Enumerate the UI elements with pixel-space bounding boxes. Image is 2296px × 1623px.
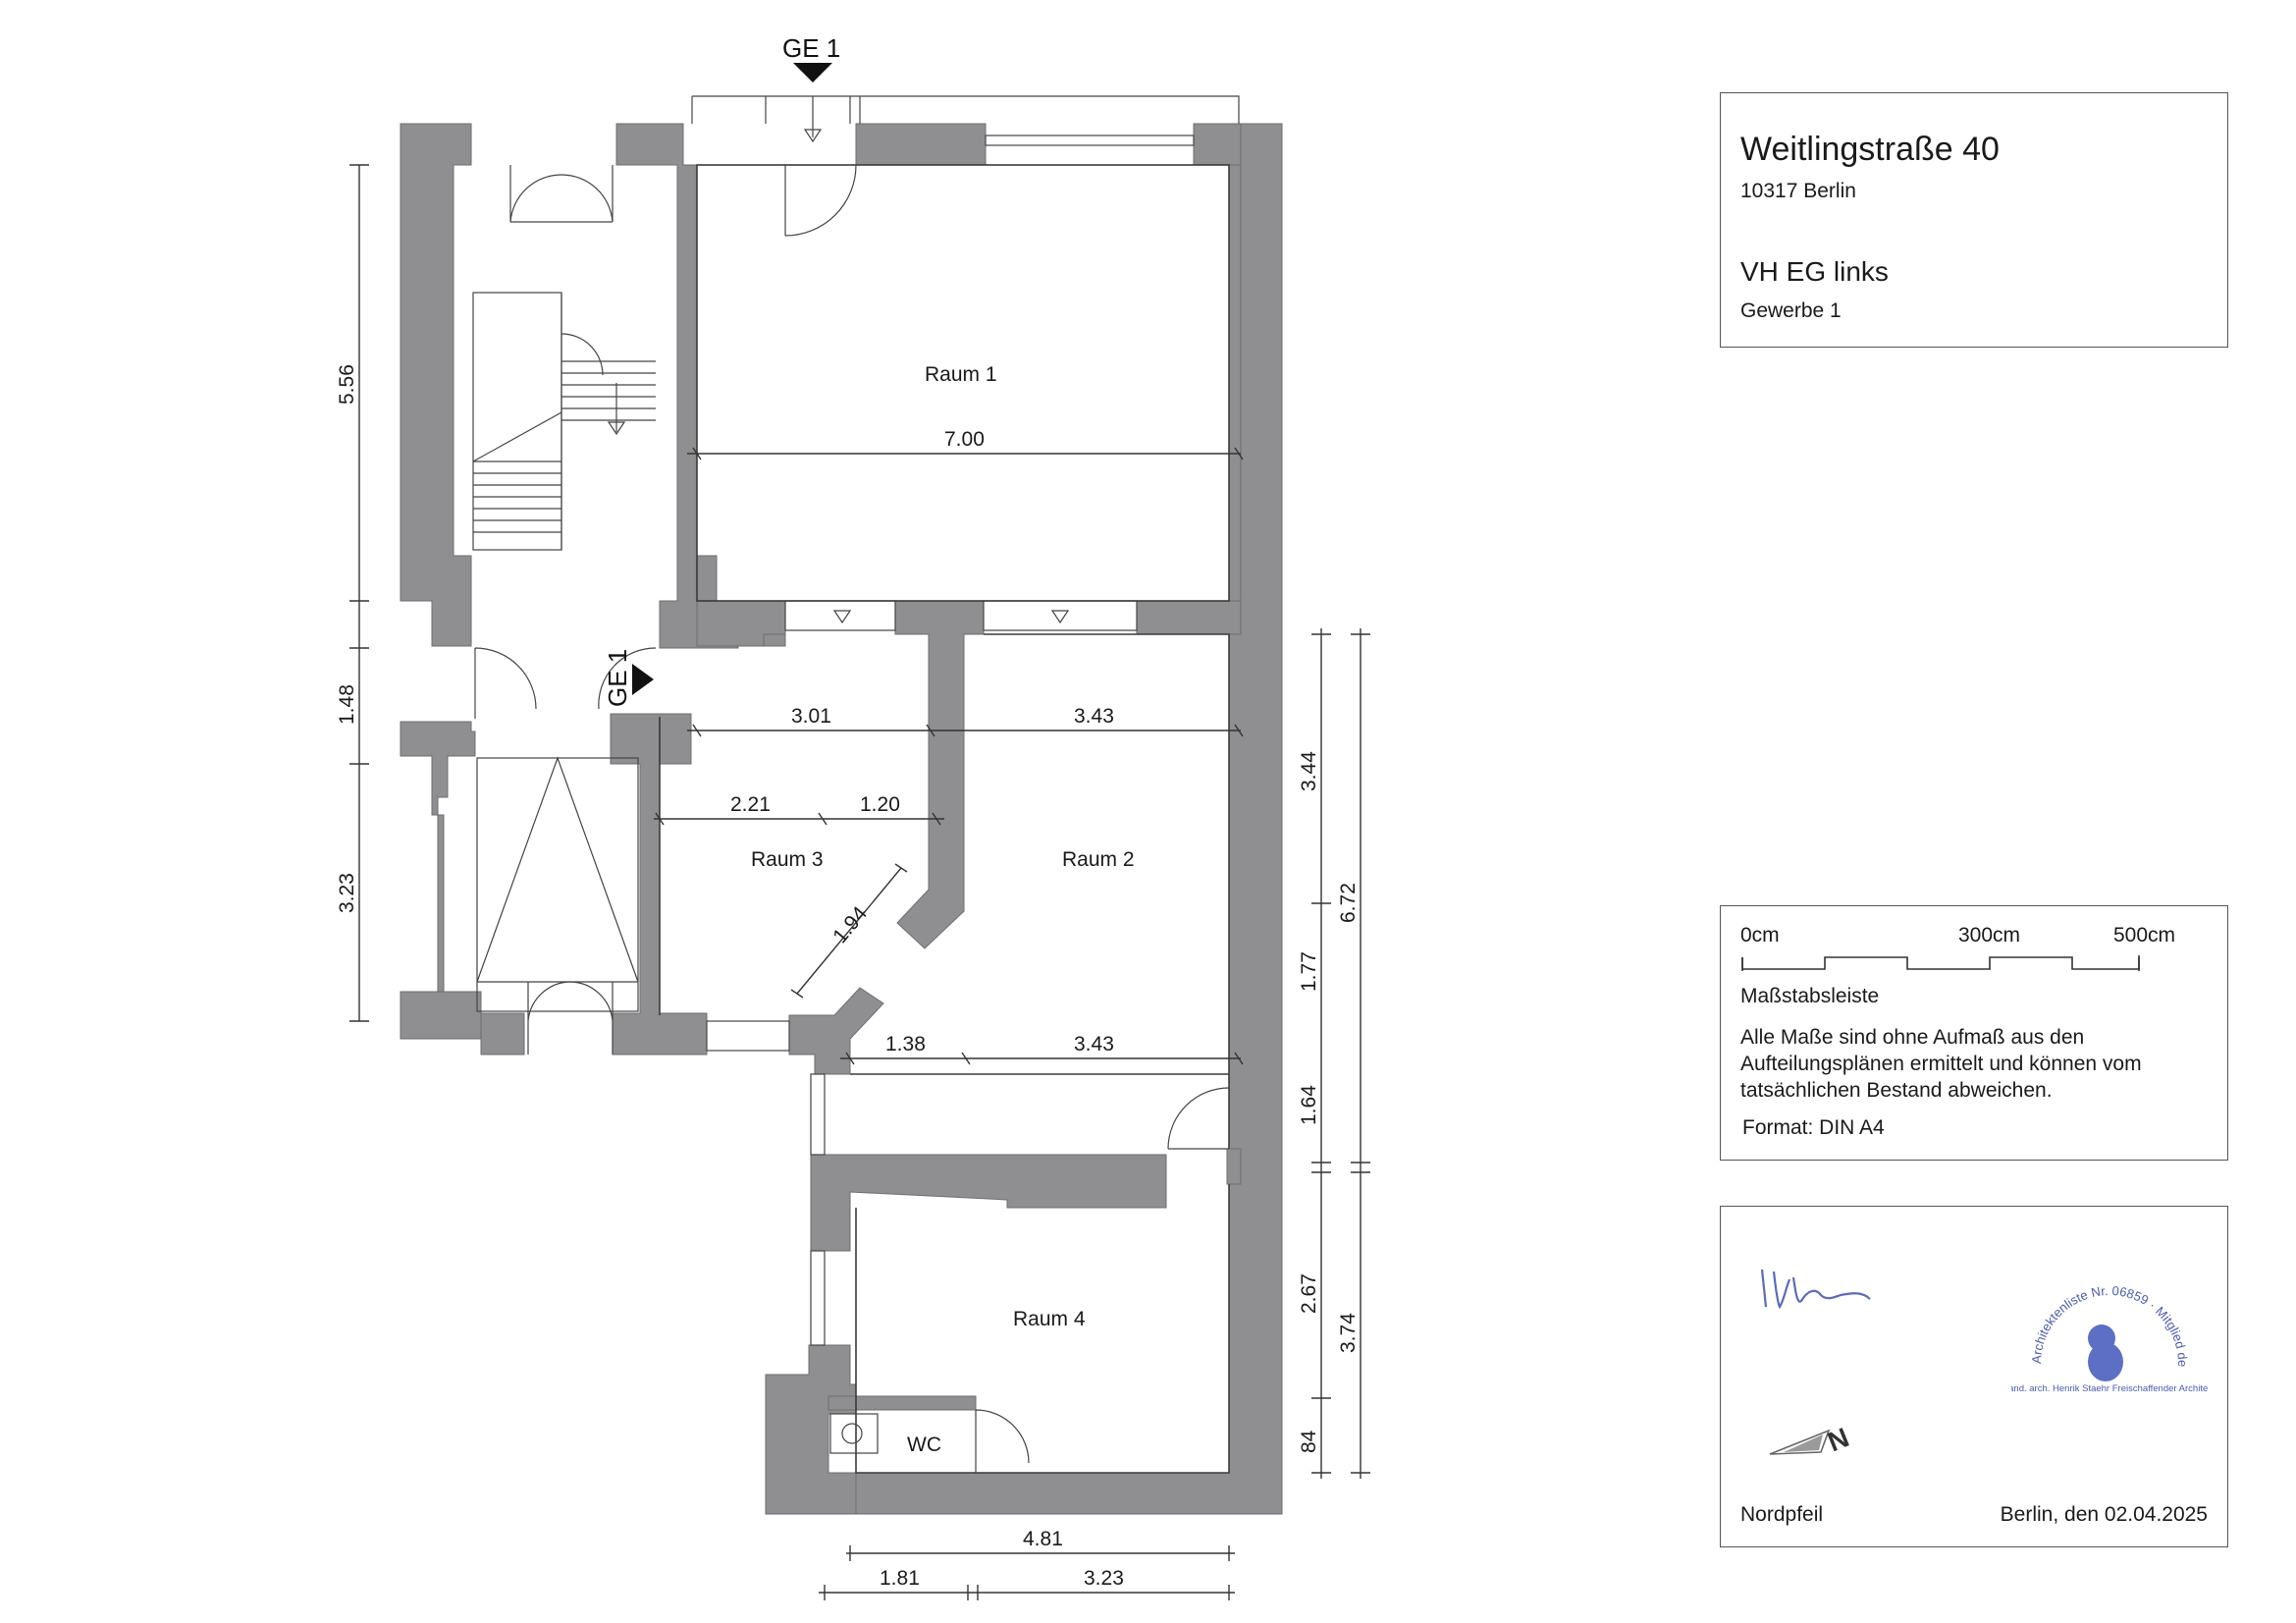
entrance-arrow-top [793,63,832,82]
dim-301: 3.01 [791,705,831,728]
dim-481: 4.81 [1023,1528,1063,1550]
disclaimer-text: Alle Maße sind ohne Aufmaß aus den Aufte… [1740,1026,2142,1102]
dim-138: 1.38 [885,1033,926,1055]
north-label: Nordpfeil [1740,1503,1824,1526]
dim-177: 1.77 [1298,951,1320,992]
north-arrow-icon: N [1769,1422,1853,1457]
scale-tick-300: 300cm [1958,924,2021,947]
dim-344: 3.44 [1298,751,1320,791]
entrance-label-side: GE 1 [603,649,632,707]
scale-label: Maßstabsleiste [1740,985,1880,1007]
north-letter: N [1824,1422,1853,1457]
scale-bar [1741,955,2140,971]
signature-block: N Architektenliste Nr. 06859 · Mitglied … [1720,1206,2228,1547]
staircase [472,165,656,1055]
dim-343-b: 3.43 [1074,1033,1114,1055]
entrance-label-top: GE 1 [782,33,840,63]
room-label-raum3: Raum 3 [751,848,824,871]
architect-stamp: Architektenliste Nr. 06859 · Mitglied de… [2011,1266,2208,1394]
room-label-raum2: Raum 2 [1062,848,1135,871]
entrance-arrow-side [632,664,654,695]
room-label-raum4: Raum 4 [1013,1308,1086,1330]
title-block: Weitlingstraße 40 10317 Berlin VH EG lin… [1720,92,2228,348]
paper-format: Format: DIN A4 [1742,1116,1885,1139]
dim-120: 1.20 [860,793,900,816]
dim-267: 2.67 [1298,1273,1320,1314]
dim-556: 5.56 [336,364,358,405]
room-label-raum1: Raum 1 [925,363,997,386]
dim-148: 1.48 [336,684,358,725]
stamp-center-text: cand. arch. Henrik Staehr Freischaffende… [2011,1383,2208,1394]
scale-tick-500: 500cm [2113,924,2176,947]
scale-block: 0cm 300cm 500cm Maßstabsleiste Alle Maße… [1720,905,2228,1161]
doors [474,96,1230,1473]
dim-672: 6.72 [1337,883,1360,923]
dim-700: 7.00 [944,428,985,451]
dim-323-bottom: 3.23 [1084,1567,1124,1590]
dim-164: 1.64 [1298,1085,1320,1125]
place-date: Berlin, den 02.04.2025 [2000,1503,2208,1526]
room-outlines [659,164,1230,1474]
dim-374: 3.74 [1337,1313,1360,1353]
dim-84: 84 [1298,1430,1320,1453]
address-street: Weitlingstraße 40 [1740,131,2000,168]
address-city: 10317 Berlin [1740,180,1856,202]
walls [400,123,1283,1515]
dim-343-a: 3.43 [1074,705,1114,728]
signature [1760,1269,1871,1310]
unit-name: VH EG links [1740,256,1889,287]
dim-221: 2.21 [730,793,771,816]
room-label-wc: WC [907,1434,941,1456]
scale-tick-0: 0cm [1740,924,1780,947]
dim-194: 1.94 [828,902,872,947]
dimension-lines [349,164,1370,1600]
unit-use: Gewerbe 1 [1740,299,1842,322]
dim-323-left: 3.23 [336,873,358,913]
dim-181: 1.81 [880,1567,920,1590]
